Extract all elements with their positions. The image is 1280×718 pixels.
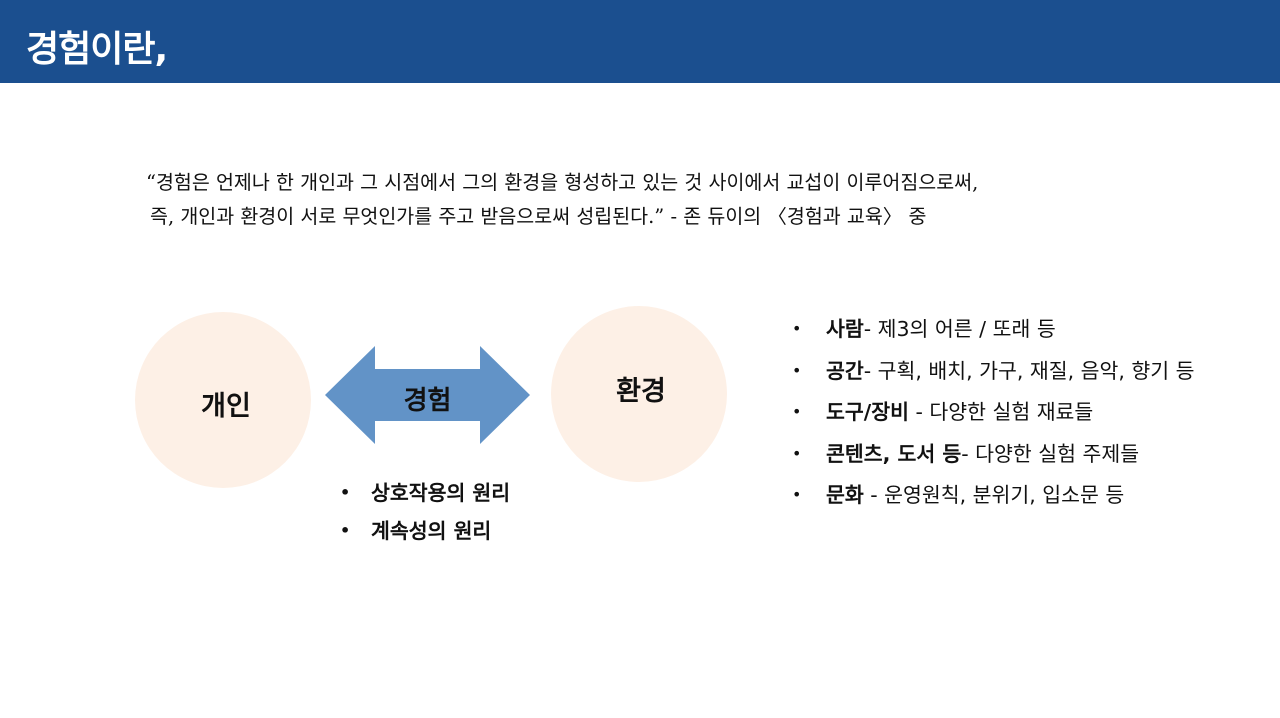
element-desc: - 다양한 실험 재료들 xyxy=(908,400,1094,424)
bullet-icon: • xyxy=(792,485,802,504)
slide-title: 경험이란, xyxy=(26,29,168,70)
bullet-icon: • xyxy=(792,443,802,463)
principles-list: • 상호작용의 원리 • 계속성의 원리 xyxy=(340,480,510,556)
quote-line-2: 즉, 개인과 환경이 서로 무엇인가를 주고 받음으로써 성립된다.” - 존 … xyxy=(150,205,927,228)
list-item: • 계속성의 원리 xyxy=(340,518,510,556)
element-desc: - 운영원칙, 분위기, 입소문 등 xyxy=(863,483,1125,507)
individual-label: 개인 xyxy=(201,390,251,422)
environment-label: 환경 xyxy=(616,375,666,407)
principle-text: 상호작용의 원리 xyxy=(371,481,511,505)
list-item: • 사람- 제3의 어른 / 또래 등 xyxy=(792,316,1195,358)
element-desc: - 제3의 어른 / 또래 등 xyxy=(863,317,1056,341)
bullet-icon: • xyxy=(792,402,802,421)
list-item: • 공간- 구획, 배치, 가구, 재질, 음악, 향기 등 xyxy=(792,358,1195,400)
element-term: 도구/장비 xyxy=(826,400,909,424)
environment-elements-list: • 사람- 제3의 어른 / 또래 등 • 공간- 구획, 배치, 가구, 재질, … xyxy=(792,316,1195,524)
element-term: 사람 xyxy=(826,317,864,341)
element-term: 문화 xyxy=(826,483,864,507)
list-item: • 상호작용의 원리 xyxy=(340,480,510,518)
dewey-quote: “경험은 언제나 한 개인과 그 시점에서 그의 환경을 형성하고 있는 것 사… xyxy=(146,166,1146,234)
list-item: • 도구/장비 - 다양한 실험 재료들 xyxy=(792,399,1195,441)
double-arrow xyxy=(325,346,530,444)
header-bar: 경험이란, xyxy=(0,0,1280,83)
quote-line-1: “경험은 언제나 한 개인과 그 시점에서 그의 환경을 형성하고 있는 것 사… xyxy=(146,171,979,194)
element-desc: - 구획, 배치, 가구, 재질, 음악, 향기 등 xyxy=(863,358,1195,383)
bullet-icon: • xyxy=(340,521,351,540)
list-item: • 콘텐츠, 도서 등- 다양한 실험 주제들 xyxy=(792,441,1195,483)
bullet-icon: • xyxy=(340,483,351,502)
list-item: • 문화 - 운영원칙, 분위기, 입소문 등 xyxy=(792,482,1195,524)
individual-circle: 개인 xyxy=(135,312,311,488)
bullet-icon: • xyxy=(792,360,802,380)
element-term: 콘텐츠, 도서 등 xyxy=(826,441,962,466)
environment-circle: 환경 xyxy=(551,306,727,482)
element-term: 공간 xyxy=(826,358,864,383)
bullet-icon: • xyxy=(792,319,802,338)
experience-label: 경험 xyxy=(403,386,452,416)
element-desc: - 다양한 실험 주제들 xyxy=(961,441,1140,466)
double-arrow-shape xyxy=(325,346,530,444)
principle-text: 계속성의 원리 xyxy=(371,519,492,543)
